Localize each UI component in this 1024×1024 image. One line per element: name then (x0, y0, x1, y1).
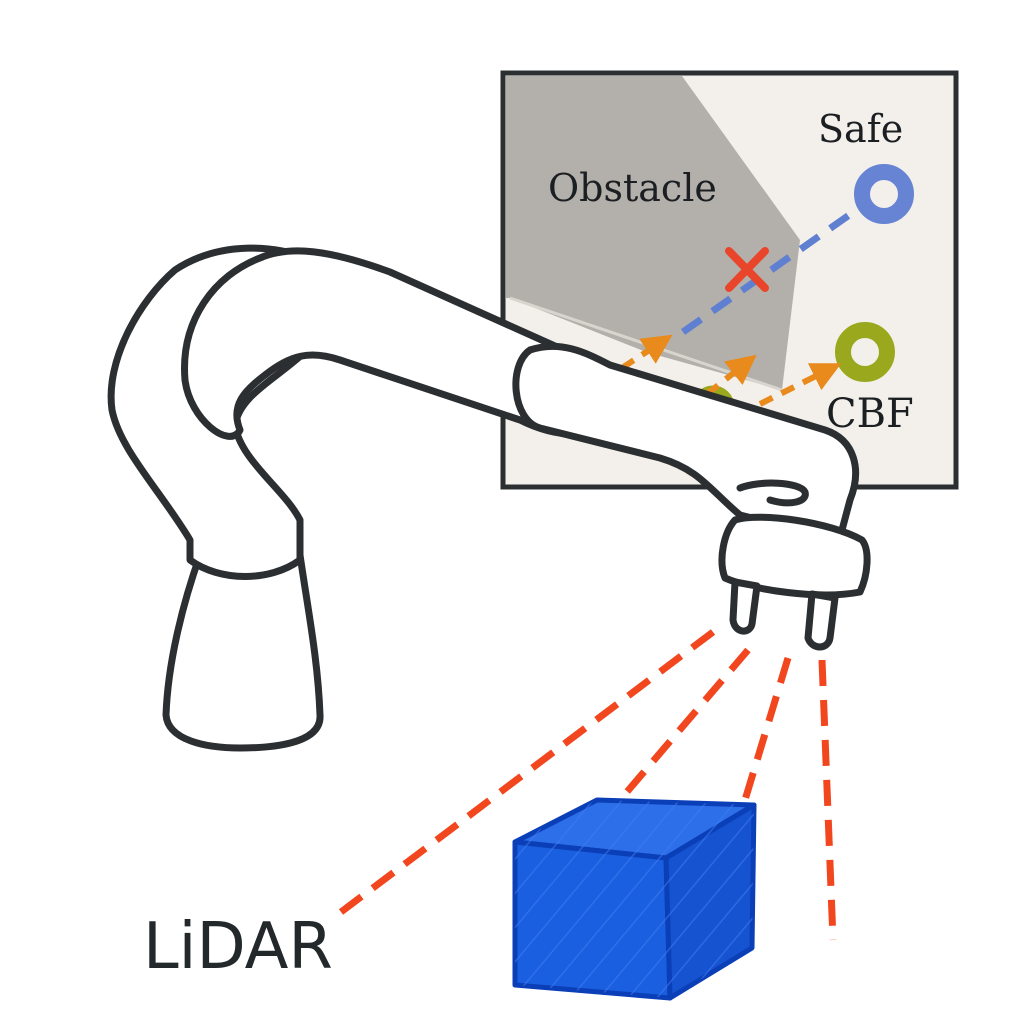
cbf-label: CBF (826, 391, 914, 437)
lidar-rays (338, 629, 837, 941)
cbf-arrow-2 (705, 354, 757, 397)
lidar-ray-3 (741, 656, 792, 802)
robot-wrist (736, 479, 809, 507)
cbf-target-ring-icon (835, 322, 895, 382)
cbf-arrow-3 (758, 363, 842, 407)
lidar-ray-2 (617, 647, 751, 803)
robot-end-effector (718, 513, 871, 599)
lidar-ray-4 (818, 659, 837, 941)
cbf-arrow-1 (620, 334, 673, 371)
safe-target-ring-icon (854, 164, 914, 224)
safe-label: Safe (818, 107, 903, 151)
gripper-finger-left (729, 578, 761, 635)
robot-arm-icon (107, 244, 871, 752)
gripper-finger-right (804, 590, 839, 651)
lidar-label: LiDAR (143, 910, 333, 984)
obstacle-region (506, 76, 800, 390)
obstacle-label: Obstacle (548, 166, 717, 210)
cbf-trajectory-arrows (620, 334, 842, 407)
robot-base (162, 551, 324, 752)
collision-x-icon (725, 247, 769, 292)
safe-trajectory-dashed (680, 203, 865, 335)
box-icon (512, 797, 757, 1001)
